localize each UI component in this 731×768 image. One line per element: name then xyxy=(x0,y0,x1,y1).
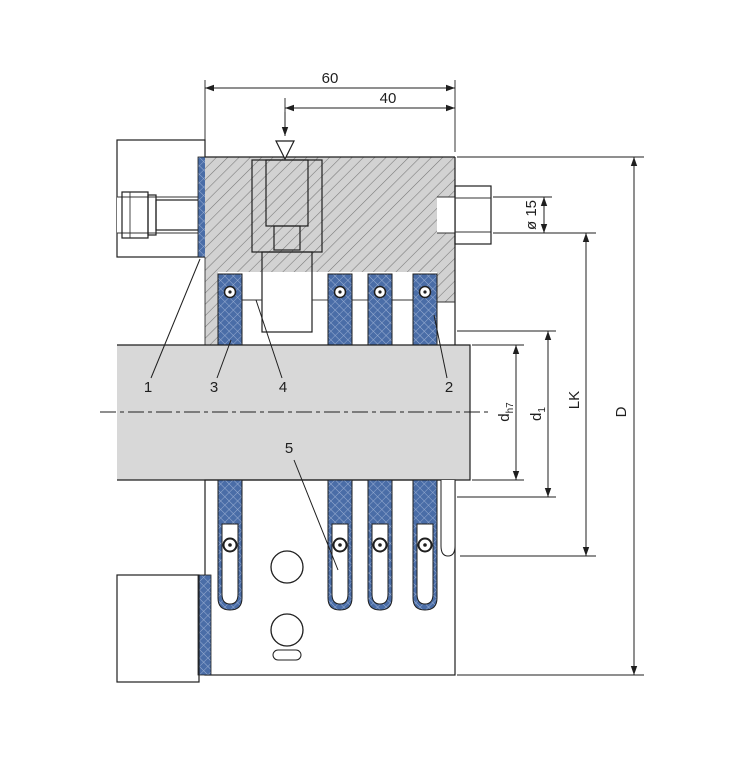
seal-ring xyxy=(412,273,438,346)
drive-balls xyxy=(222,537,433,553)
dim-shaft-fit-label: dh7 xyxy=(496,402,516,422)
dim-bolt-circle-label: LK xyxy=(566,391,583,409)
dimension-60: 60 xyxy=(204,70,456,152)
dim-40-label: 40 xyxy=(380,90,397,107)
housing-wall-lower xyxy=(116,574,200,683)
callout-4: 4 xyxy=(279,379,287,396)
center-screw xyxy=(251,159,323,333)
seal-balls xyxy=(223,285,432,299)
open-arrow-icon xyxy=(275,140,295,161)
callout-2: 2 xyxy=(445,379,453,396)
dim-bolt-dia-label: ø 15 xyxy=(523,200,540,230)
dim-outer-dia-label: D xyxy=(613,406,630,417)
dimension-bolt-circle: LK xyxy=(460,233,596,557)
rotor-hole-upper xyxy=(270,550,304,584)
callout-5: 5 xyxy=(285,440,293,457)
callouts: 1 3 4 2 5 xyxy=(144,258,453,571)
dimension-seat-dia: d1 xyxy=(457,330,556,498)
injection-port-arrow xyxy=(275,112,295,161)
rotor-hole-lower xyxy=(270,613,304,647)
screw-stem xyxy=(261,251,313,333)
callout-3: 3 xyxy=(210,379,218,396)
gasket-lower xyxy=(197,574,212,676)
seal-ring xyxy=(367,273,393,346)
dimension-40: 40 xyxy=(284,90,455,112)
spring-slots xyxy=(221,480,456,605)
dimension-bolt-dia: ø 15 xyxy=(493,196,596,234)
dim-60-label: 60 xyxy=(322,70,339,87)
seal-ring xyxy=(327,273,353,346)
seal-ring xyxy=(217,273,243,346)
housing-wall-upper xyxy=(116,139,206,258)
callout-1: 1 xyxy=(144,379,152,396)
dimension-outer-dia: D xyxy=(457,156,644,676)
dimension-shaft-fit: dh7 xyxy=(472,344,524,481)
rotor-slot xyxy=(272,649,302,661)
hex-bolt-right xyxy=(437,185,492,245)
dim-seat-dia-label: d1 xyxy=(528,407,548,421)
rotor-body xyxy=(204,479,456,676)
seal-rings-upper xyxy=(217,273,438,346)
